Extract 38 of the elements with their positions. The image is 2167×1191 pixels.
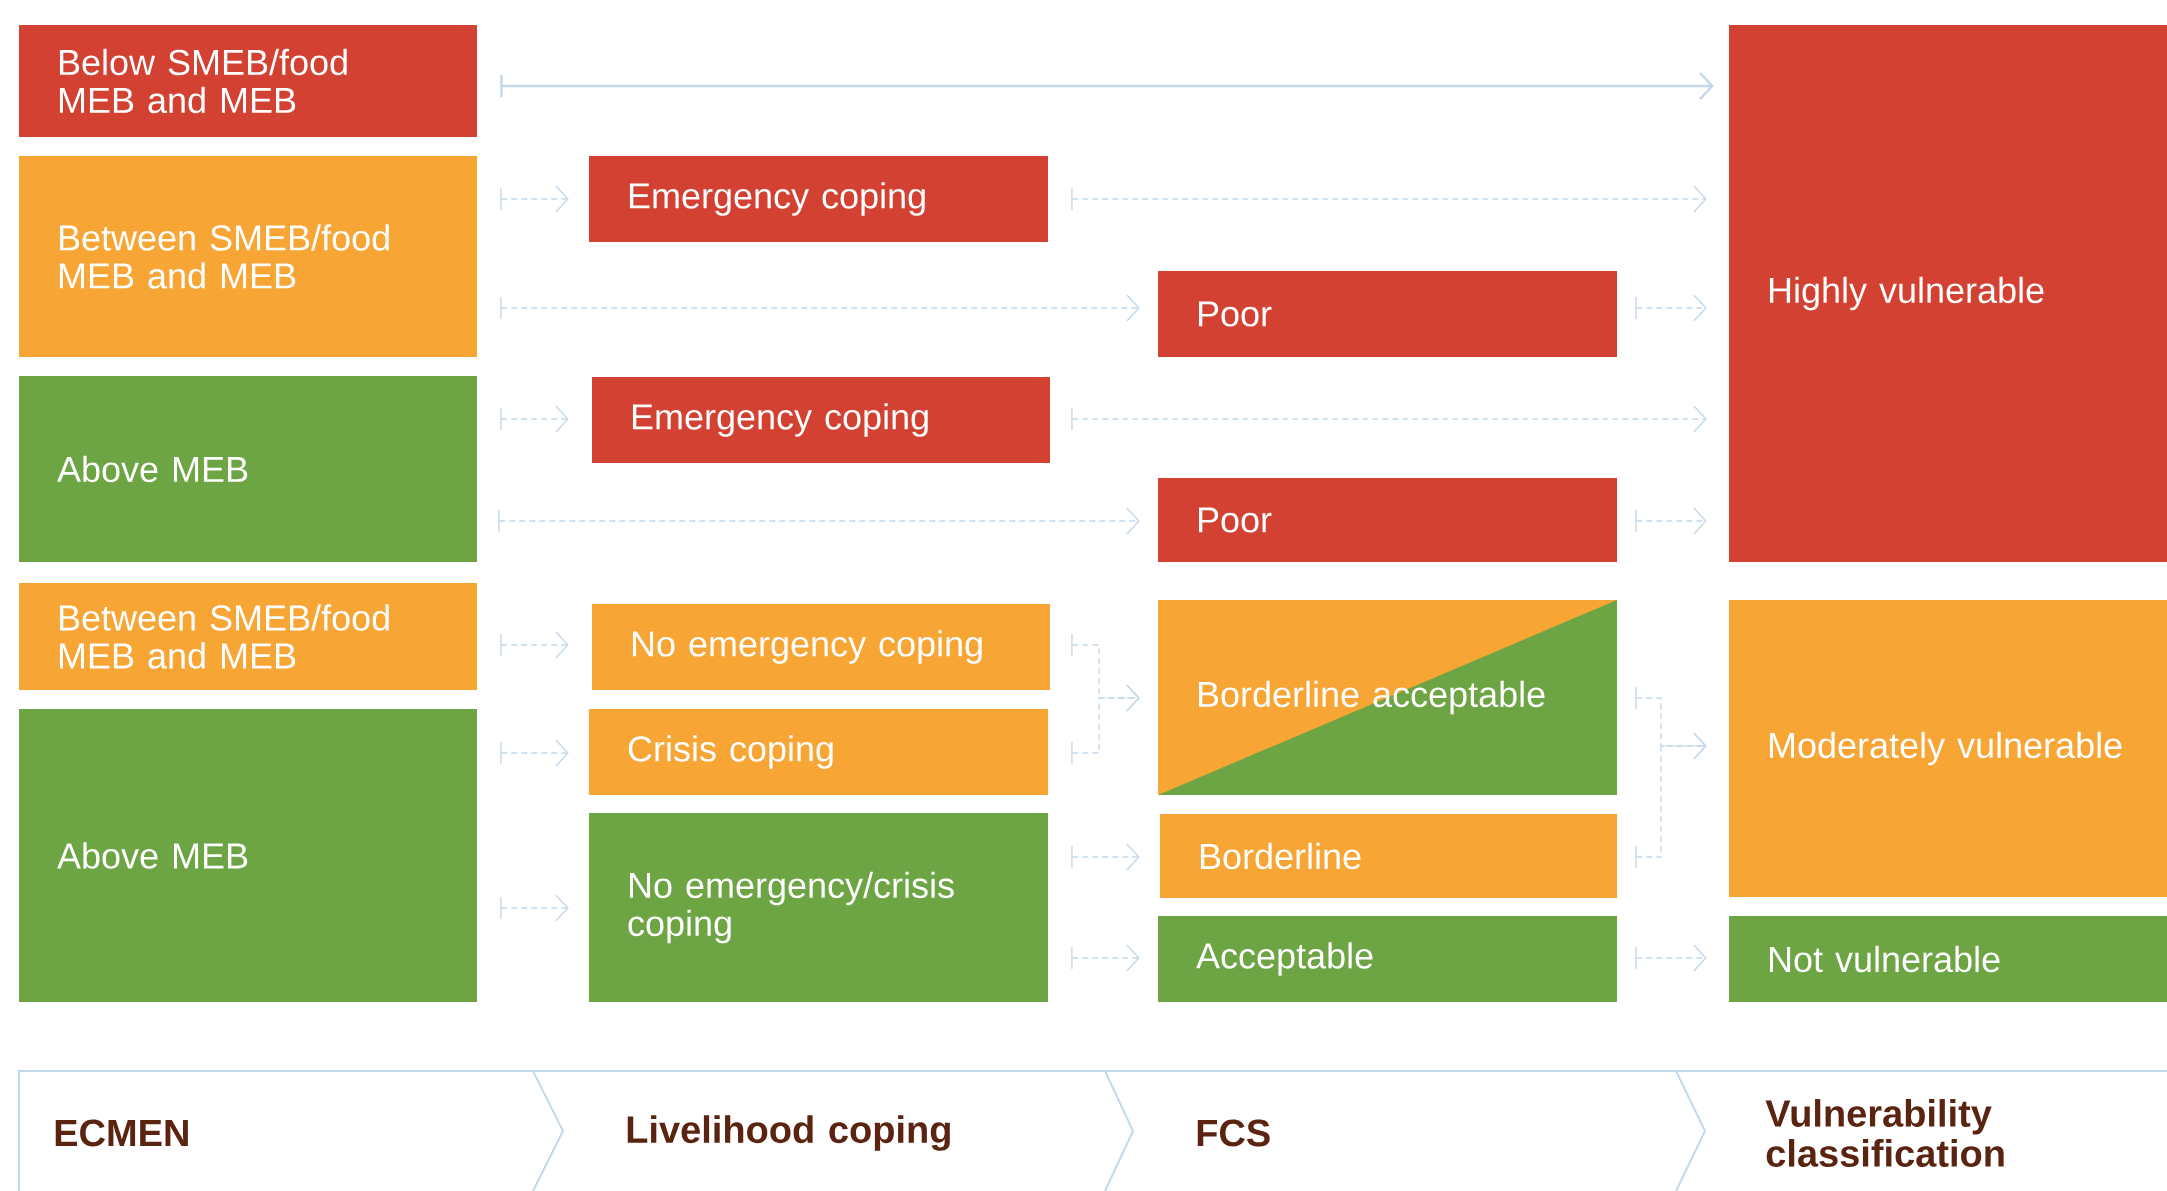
coloured-box: Between SMEB/food MEB and MEB [19, 156, 477, 357]
coloured-box: No emergency/crisis coping [589, 813, 1048, 1002]
stage-band: FCS [1104, 1070, 1707, 1191]
arrow [1635, 507, 1707, 535]
coloured-box: Moderately vulnerable [1729, 600, 2167, 897]
split-box: Borderline acceptable [1158, 600, 1617, 795]
coloured-box: Not vulnerable [1729, 916, 2167, 1002]
coloured-box: Above MEB [19, 709, 477, 1002]
coloured-box: Below SMEB/food MEB and MEB [19, 25, 477, 137]
coloured-box: Highly vulnerable [1729, 25, 2167, 562]
stage-band: Livelihood coping [532, 1070, 1135, 1191]
coloured-box: Emergency coping [592, 377, 1050, 463]
coloured-box: Between SMEB/food MEB and MEB [19, 583, 477, 690]
arrow [1635, 944, 1707, 972]
coloured-box: No emergency coping [592, 604, 1050, 690]
arrow [500, 294, 1140, 322]
coloured-box: Acceptable [1158, 916, 1617, 1002]
coloured-box: Crisis coping [589, 709, 1048, 795]
coloured-box: Emergency coping [589, 156, 1048, 242]
arrow [500, 185, 569, 213]
coloured-box: Poor [1158, 478, 1617, 562]
arrow [500, 631, 569, 659]
stage-band: ECMEN [18, 1070, 565, 1191]
arrow [1071, 843, 1140, 871]
coloured-box: Poor [1158, 271, 1617, 357]
arrow [1635, 294, 1707, 322]
arrow [500, 894, 569, 922]
arrow [500, 72, 1714, 100]
arrow [498, 507, 1140, 535]
arrow [1071, 185, 1707, 213]
coloured-box: Borderline [1160, 814, 1617, 898]
arrow [1071, 684, 1140, 765]
arrow [1635, 732, 1707, 869]
arrow [1071, 405, 1707, 433]
arrow [500, 405, 569, 433]
arrow [500, 739, 569, 767]
coloured-box: Above MEB [19, 376, 477, 562]
arrow [1071, 944, 1140, 972]
